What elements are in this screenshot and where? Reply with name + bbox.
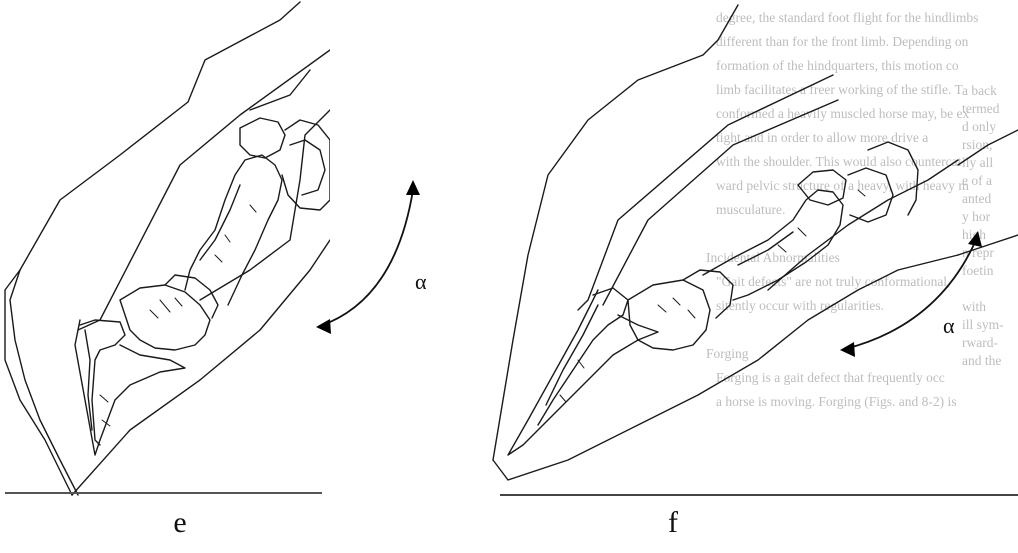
background-margin-line: foetin bbox=[962, 263, 994, 278]
background-text-line: ward pelvic structure of a heavy, with h… bbox=[716, 178, 969, 193]
panel-f: degree, the standard foot flight for the… bbox=[488, 0, 1018, 500]
background-text-line: formation of the hindquarters, this moti… bbox=[716, 58, 959, 73]
background-text-line: degree, the standard foot flight for the… bbox=[716, 10, 978, 25]
arrow-up-e bbox=[406, 180, 420, 195]
angle-arc-e bbox=[320, 190, 413, 326]
background-margin-line: and the bbox=[962, 353, 1001, 368]
background-margin-line: lly all bbox=[962, 155, 993, 170]
coffin-bone bbox=[538, 288, 628, 425]
arrow-left-f bbox=[840, 342, 855, 357]
background-margin-line: d only bbox=[962, 119, 996, 134]
background-text-line: Incidental Abnormalities bbox=[706, 250, 840, 265]
hoof-wall bbox=[508, 290, 658, 455]
angle-label-e: α bbox=[415, 269, 427, 294]
background-text-line: sitently occur with regularities. bbox=[716, 298, 884, 313]
background-text-line: conformed a heavily muscled horse may, b… bbox=[716, 106, 970, 121]
background-text-line: a horse is moving. Forging (Figs. and 8-… bbox=[716, 394, 957, 409]
angle-label-f: α bbox=[943, 313, 955, 338]
background-text-line: different than for the front limb. Depen… bbox=[716, 34, 969, 49]
coffin-inner bbox=[546, 305, 598, 405]
angle-overlay-e: α bbox=[0, 0, 488, 500]
background-margin-line: with bbox=[962, 299, 986, 314]
background-margin-line: ill sym- bbox=[962, 317, 1004, 332]
background-text-line: with the shoulder. This would also count… bbox=[716, 154, 962, 169]
background-margin-line: rward- bbox=[962, 335, 998, 350]
background-margin-line: e of a bbox=[962, 173, 992, 188]
arrow-left-e bbox=[316, 319, 331, 334]
caption-e: e bbox=[160, 506, 200, 540]
hoof-pastern-diagram-f: degree, the standard foot flight for the… bbox=[488, 0, 1018, 500]
fetlock-joint bbox=[848, 168, 893, 222]
background-text-line: musculature. bbox=[716, 202, 785, 217]
background-text-line: Forging is a gait defect that frequently… bbox=[716, 370, 945, 385]
background-text-line: limb facilitates a freer working of the … bbox=[716, 82, 964, 97]
background-margin-line: termed bbox=[962, 101, 1000, 116]
background-text-line: Forging bbox=[706, 346, 749, 361]
background-text-line: "Gait defects" are not truly conformatio… bbox=[716, 274, 950, 289]
skin-outline bbox=[493, 5, 738, 460]
caption-f: f bbox=[653, 506, 693, 540]
background-margin-line: y hor bbox=[962, 209, 991, 224]
background-margin-line: anted bbox=[962, 191, 991, 206]
angle-arc-f bbox=[845, 240, 976, 349]
background-margin-line: a back bbox=[962, 83, 997, 98]
background-text-line: tight and in order to allow more drive a bbox=[716, 130, 928, 145]
